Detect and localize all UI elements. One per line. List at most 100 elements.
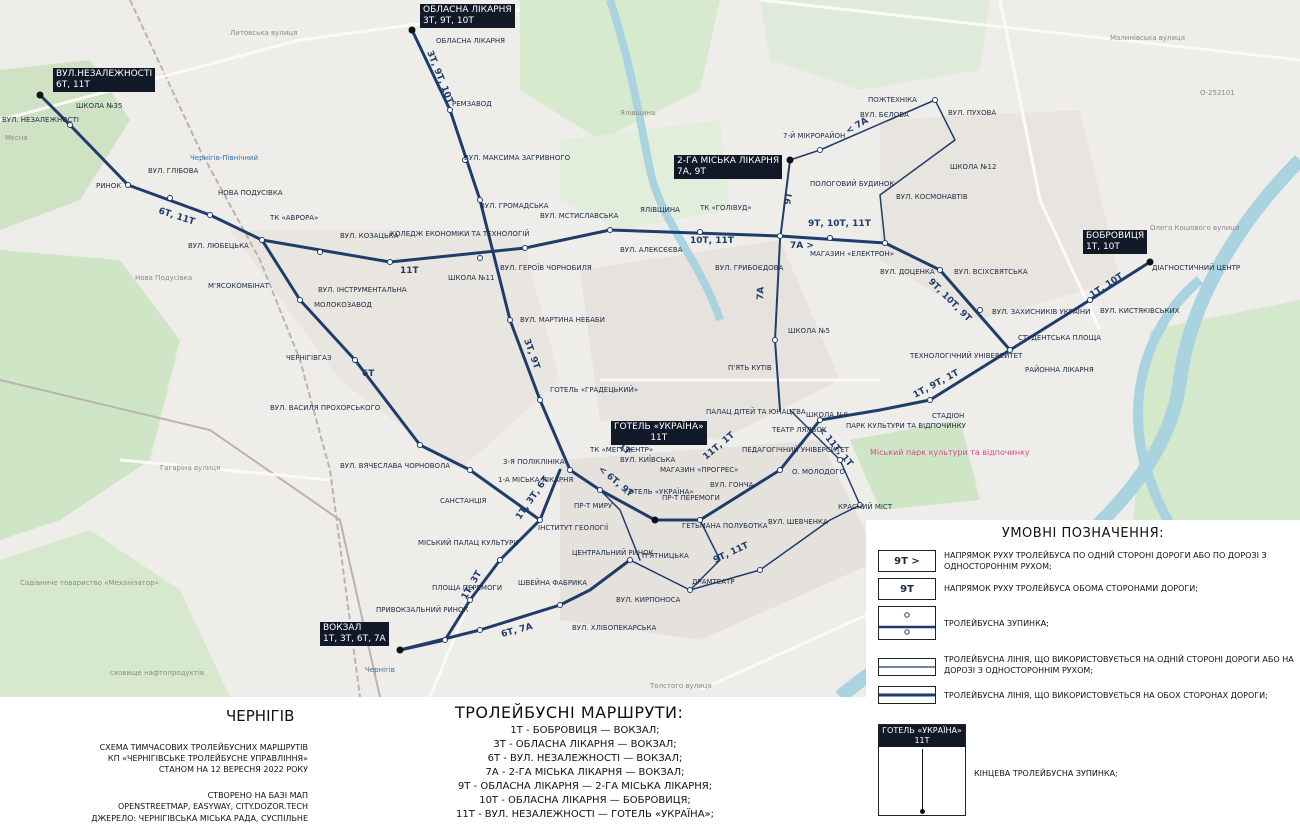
legend-terminal-route: 11Т [914, 736, 930, 745]
map-text-park: Міський парк культури та відпочинку [870, 448, 1030, 457]
route-label: 11Т [400, 266, 420, 276]
terminal-ukraina[interactable]: ГОТЕЛЬ «УКРАЇНА» 11Т [611, 421, 707, 445]
stop-label: ПАРК КУЛЬТУРИ ТА ВІДПОЧИНКУ [846, 422, 967, 430]
route-list-item: 7А - 2-ГА МІСЬКА ЛІКАРНЯ — ВОКЗАЛ; [485, 767, 685, 778]
stop-label: САНСТАНЦІЯ [440, 497, 487, 505]
legend-line-one-text: ТРОЛЕЙБУСНА ЛІНІЯ, ЩО ВИКОРИСТОВУЄТЬСЯ Н… [944, 655, 1294, 675]
stop-label: ШКОЛА №12 [950, 163, 996, 171]
stop-label: ДРАМТЕАТР [692, 578, 735, 586]
route-list-item: 10Т - ОБЛАСНА ЛІКАРНЯ — БОБРОВИЦЯ; [479, 795, 691, 806]
legend-stop-icon [878, 606, 936, 640]
legend-oneway-row: 9Т > НАПРЯМОК РУХУ ТРОЛЕЙБУСА ПО ОДНІЙ С… [878, 550, 1298, 576]
stop-label: РАЙОННА ЛІКАРНЯ [1025, 365, 1094, 374]
map-area[interactable]: Литовська вулиця Ялівщина Чернігів-Півні… [0, 0, 1300, 697]
stop-label: ВУЛ. КИСТЯКІВСЬКИХ [1100, 307, 1180, 315]
map-text-mesna: Мєсна [5, 134, 28, 142]
stop-label: ГОТЕЛЬ «УКРАЇНА» [624, 487, 694, 496]
map-text-skhovyshche: сховище нафтопродуктів [110, 669, 204, 677]
stop-label: ДІАГНОСТИЧНИЙ ЦЕНТР [1152, 263, 1240, 272]
description-line-3: СТАНОМ НА 12 ВЕРЕСНЯ 2022 РОКУ [158, 765, 308, 774]
stop-label: ЯЛІВЩИНА [640, 206, 680, 214]
stop-label: 1-А МІСЬКА ЛІКАРНЯ [498, 476, 573, 484]
legend-oneway-text: НАПРЯМОК РУХУ ТРОЛЕЙБУСА ПО ОДНІЙ СТОРОН… [944, 551, 1267, 571]
stop-label: ВУЛ. ВЯЧЕСЛАВА ЧОРНОВОЛА [340, 462, 450, 470]
stop-label: ПЛОЩА ПЕРЕМОГИ [432, 584, 502, 592]
terminal-routes: 11Т [650, 433, 668, 443]
stop-label: П'ЯТЬ КУТІВ [728, 364, 772, 372]
stop-label: ТЕАТР ЛЯЛЬОК [771, 426, 827, 434]
stop-label: ПОЛОГОВИЙ БУДИНОК [810, 179, 894, 188]
terminal-routes: 6Т, 11Т [56, 80, 90, 90]
stop-label: П'ЯТНИЦЬКА [642, 552, 689, 560]
stop-label: ВУЛ. МСТИСЛАВСЬКА [540, 212, 619, 220]
stop-label: МАГАЗИН «ПРОГРЕС» [660, 466, 738, 474]
terminal-name: ОБЛАСНА ЛІКАРНЯ [423, 5, 512, 15]
stop-label: ВУЛ. КИЇВСЬКА [620, 455, 676, 464]
terminal-name: ВУЛ.НЕЗАЛЕЖНОСТІ [56, 69, 153, 79]
stop-label: ВУЛ. ПУХОВА [948, 109, 996, 117]
legend-terminal-name: ГОТЕЛЬ «УКРАЇНА» [882, 726, 962, 735]
stop-label: ОБЛАСНА ЛІКАРНЯ [436, 37, 505, 45]
legend-twoway-text: НАПРЯМОК РУХУ ТРОЛЕЙБУСА ОБОМА СТОРОНАМИ… [944, 584, 1198, 593]
stop-label: ВУЛ. ЛЮБЕЦЬКА [188, 242, 249, 250]
stop-label: ПР-Т МИРУ [574, 502, 613, 510]
credit-line-3: ДЖЕРЕЛО: ЧЕРНІГІВСЬКА МІСЬКА РАДА, СУСПІ… [91, 814, 308, 823]
description-line-2: КП «ЧЕРНІГІВСЬКЕ ТРОЛЕЙБУСНЕ УПРАВЛІННЯ» [107, 754, 308, 763]
legend-terminal-icon: ГОТЕЛЬ «УКРАЇНА» 11Т [878, 724, 966, 816]
stop-label: М'ЯСОКОМБІНАТ [208, 282, 270, 290]
stop-label: РЕМЗАВОД [452, 100, 492, 108]
stop-label: КРАСНИЙ МІСТ [838, 502, 893, 511]
stop-label: ПР-Т ПЕРЕМОГИ [662, 494, 720, 502]
terminal-vokzal[interactable]: ВОКЗАЛ 1Т, 3Т, 6Т, 7А [320, 622, 389, 646]
stop-label: МІСЬКИЙ ПАЛАЦ КУЛЬТУРИ [418, 538, 519, 547]
city-name: ЧЕРНІГІВ [226, 707, 295, 725]
stop-label: ВУЛ. НЕЗАЛЕЖНОСТІ [2, 116, 79, 124]
title-block: ЧЕРНІГІВ СХЕМА ТИМЧАСОВИХ ТРОЛЕЙБУСНИХ М… [0, 697, 866, 832]
map-text-malynivska: Малинівська вулиця [1110, 34, 1185, 42]
map-text-nova-podusivka: Нова Подусівка [135, 274, 192, 282]
terminal-nezalezhnosti[interactable]: ВУЛ.НЕЗАЛЕЖНОСТІ 6Т, 11Т [53, 68, 156, 92]
stop-label: ЧЕРНІГІВГАЗ [286, 354, 332, 362]
stop-label: ВУЛ. ХЛІБОПЕКАРСЬКА [572, 624, 657, 632]
description-line-1: СХЕМА ТИМЧАСОВИХ ТРОЛЕЙБУСНИХ МАРШРУТІВ [99, 743, 308, 752]
terminal-miska2[interactable]: 2-ГА МІСЬКА ЛІКАРНЯ 7А, 9Т [674, 155, 783, 179]
terminal-oblasna[interactable]: ОБЛАСНА ЛІКАРНЯ 3Т, 9Т, 10Т [420, 4, 515, 28]
stop-label: ПРИВОКЗАЛЬНИЙ РИНОК [376, 605, 469, 614]
credit-line-2: OPENSTREETMAP, EASYWAY, CITY.DOZOR.TECH [118, 802, 308, 811]
stop-label: ЦЕНТРАЛЬНИЙ РИНОК [572, 548, 654, 557]
stop-label: ВУЛ. ГРИБОЄДОВА [715, 264, 783, 272]
stop-label: ТК «МЕГАЦЕНТР» [589, 446, 653, 454]
stop-label: ВУЛ. КОСМОНАВТІВ [896, 193, 968, 201]
route-list-item: 6Т - ВУЛ. НЕЗАЛЕЖНОСТІ — ВОКЗАЛ; [487, 753, 683, 764]
route-list-item: 11Т - ВУЛ. НЕЗАЛЕЖНОСТІ — ГОТЕЛЬ «УКРАЇН… [455, 809, 715, 820]
stop-label: МОЛОКОЗАВОД [314, 301, 372, 309]
terminal-name: 2-ГА МІСЬКА ЛІКАРНЯ [677, 156, 780, 166]
terminal-routes: 7А, 9Т [677, 167, 706, 177]
terminal-bobrovytsia[interactable]: БОБРОВИЦЯ 1Т, 10Т [1083, 230, 1148, 254]
legend-twoway-row: 9Т НАПРЯМОК РУХУ ТРОЛЕЙБУСА ОБОМА СТОРОН… [878, 578, 1298, 604]
map-text-tolstoho: Толстого вулиця [649, 682, 712, 690]
stop-label: ТК «АВРОРА» [269, 214, 318, 222]
credit-line-1: СТВОРЕНО НА БАЗІ МАП [207, 791, 308, 800]
stop-label: МАГАЗИН «ЕЛЕКТРОН» [810, 250, 894, 258]
legend-oneway-sample: 9Т > [878, 550, 936, 572]
legend-panel: УМОВНІ ПОЗНАЧЕННЯ: 9Т > НАПРЯМОК РУХУ ТР… [866, 520, 1300, 832]
stop-label: ВУЛ. АЛЕКСЄЄВА [620, 246, 683, 254]
stop-label: ПОЖТЕХНІКА [868, 96, 917, 104]
terminal-name: ВОКЗАЛ [323, 623, 362, 633]
stop-label: НОВА ПОДУСІВКА [218, 189, 283, 197]
route-label: 7А [756, 287, 766, 301]
routes-title: ТРОЛЕЙБУСНІ МАРШРУТИ: [455, 703, 684, 722]
stop-label: ВУЛ. КОЗАЦЬКА [340, 232, 399, 240]
stop-label: ШВЕЙНА ФАБРИКА [518, 578, 587, 587]
terminal-name: ГОТЕЛЬ «УКРАЇНА» [614, 422, 704, 432]
map-text-koshovoho: Олега Кошового вулиця [1150, 224, 1239, 232]
map-text-sadivnyche: Садівниче товариство «Механізатор» [20, 579, 159, 587]
stop-label: ВУЛ. ВСІХСВЯТСЬКА [954, 268, 1028, 276]
legend-twoway-sample: 9Т [878, 578, 936, 600]
legend-title: УМОВНІ ПОЗНАЧЕННЯ: [1001, 526, 1165, 541]
stop-label: ВУЛ. ДОЦЕНКА [880, 268, 935, 276]
stop-label: О. МОЛОДОГО [792, 468, 846, 476]
route-list-item: 1Т - БОБРОВИЦЯ — ВОКЗАЛ; [510, 725, 660, 736]
stop-label: ВУЛ. ШЕВЧЕНКА [768, 518, 828, 526]
